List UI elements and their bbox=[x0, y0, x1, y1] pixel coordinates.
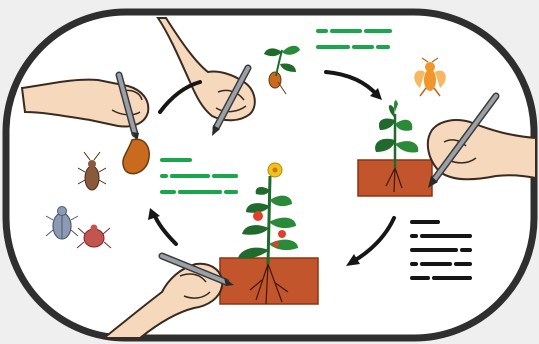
soil-block-icon bbox=[220, 258, 318, 304]
